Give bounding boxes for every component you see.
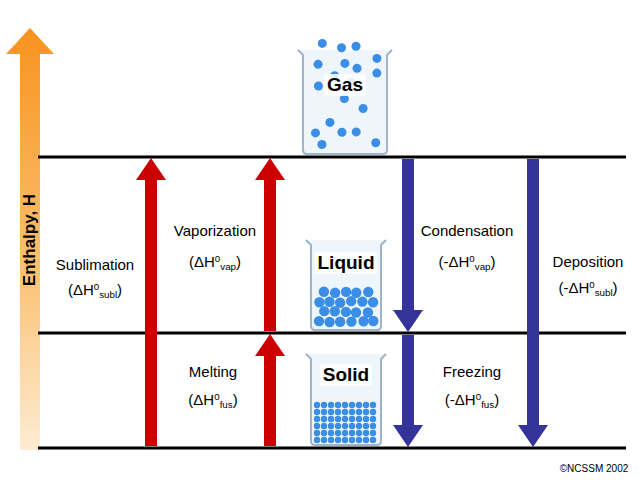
enthalpy-term: (-ΔH0vap) xyxy=(438,253,495,271)
enthalpy-levels xyxy=(38,157,626,448)
phase-name: Solid xyxy=(320,364,372,386)
melting-arrow xyxy=(255,334,285,446)
process-name: Vaporization xyxy=(174,222,256,240)
particles xyxy=(314,287,379,328)
particles xyxy=(314,402,376,443)
process-name: Melting xyxy=(189,363,237,381)
enthalpy-term: (-ΔH0subl) xyxy=(558,279,617,297)
enthalpy-axis-arrow xyxy=(6,28,54,450)
beaker: Solid xyxy=(304,350,388,447)
red-up-arrows xyxy=(136,158,285,446)
enthalpy-term: (ΔH0subl) xyxy=(68,281,122,299)
blue-down-arrows xyxy=(393,159,548,447)
beaker-outline xyxy=(306,240,386,330)
phase-name: Gas xyxy=(324,74,366,96)
beaker: Gas xyxy=(296,34,394,156)
beaker-outline xyxy=(298,50,392,154)
phase-name: Liquid xyxy=(315,252,378,274)
enthalpy-term: (ΔH0fus) xyxy=(188,391,237,409)
enthalpy-term: (ΔH0vap) xyxy=(189,253,241,271)
condensation-arrow xyxy=(393,159,423,332)
vaporization-arrow xyxy=(255,158,285,331)
freezing-arrow xyxy=(393,335,423,447)
gas-level xyxy=(38,156,626,159)
sublimation-arrow xyxy=(136,158,166,446)
deposition-arrow xyxy=(518,159,548,447)
beaker-outline xyxy=(306,354,386,445)
beaker: Liquid xyxy=(304,236,388,332)
process-name: Freezing xyxy=(443,363,501,381)
axis-title: Enthalpy, H xyxy=(21,194,39,286)
process-name: Deposition xyxy=(553,253,624,271)
beaker-drawing xyxy=(304,236,388,332)
particles xyxy=(311,39,381,149)
process-name: Condensation xyxy=(421,222,514,240)
solid-level xyxy=(38,447,626,450)
enthalpy-term: (-ΔH0fus) xyxy=(445,391,499,409)
copyright-note: ©NCSSM 2002 xyxy=(560,460,629,478)
process-name: Sublimation xyxy=(56,256,134,274)
